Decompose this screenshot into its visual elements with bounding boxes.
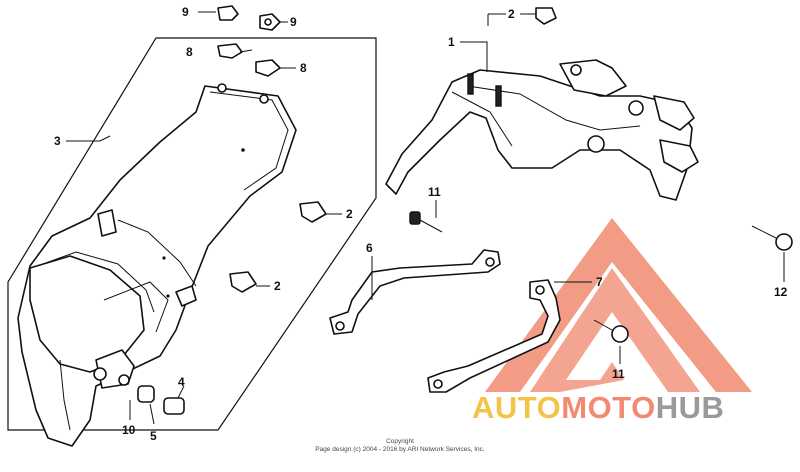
nut-9-right (259, 13, 281, 31)
clip-2-middle (299, 201, 327, 223)
clip-2-top (535, 7, 557, 25)
copyright-line-1: Copyright (386, 438, 414, 445)
clip-2-lower (229, 271, 257, 293)
callout-12: 12 (774, 285, 788, 299)
callout-labels: 1 2 2 2 3 4 5 6 7 8 8 9 9 10 11 11 12 (54, 5, 788, 443)
bolt-11-upper (409, 211, 443, 233)
bolt-12 (751, 225, 793, 251)
watermark-logo (485, 218, 752, 392)
callout-7: 7 (596, 275, 603, 289)
copyright-line-2: Page design (c) 2004 - 2016 by ARI Netwo… (315, 446, 485, 453)
watermark-hub: HUB (655, 390, 725, 425)
callout-2-top: 2 (508, 7, 515, 21)
bolt-11-lower (593, 319, 629, 343)
nut-9-left (217, 5, 239, 21)
fender-bracket (385, 59, 699, 201)
callout-9-left: 9 (182, 5, 189, 19)
callout-6: 6 (366, 241, 373, 255)
nut-8-left (217, 43, 243, 59)
collar-5 (137, 385, 155, 403)
watermark-moto: MOTO (561, 390, 656, 425)
callout-4: 4 (178, 375, 185, 389)
fender-group-frame (7, 37, 377, 431)
nut-8-right (255, 59, 281, 77)
callout-10: 10 (122, 423, 136, 437)
stay-bracket-7 (427, 279, 561, 393)
callout-2-middle: 2 (346, 207, 353, 221)
stay-bracket-6 (329, 249, 501, 335)
callout-11-upper: 11 (428, 185, 441, 199)
callout-2-lower: 2 (274, 279, 281, 293)
callout-5: 5 (150, 429, 157, 443)
grommet-4 (163, 397, 185, 415)
callout-3: 3 (54, 134, 61, 148)
callout-1: 1 (448, 35, 455, 49)
watermark-auto: AUTO (472, 390, 562, 425)
callout-8-right: 8 (300, 61, 307, 75)
callout-11-lower: 11 (612, 367, 625, 381)
leader-lines (66, 11, 785, 425)
rear-fender (17, 83, 297, 447)
callout-8-left: 8 (186, 45, 193, 59)
callout-9-right: 9 (290, 15, 297, 29)
watermark-wordmark: AUTOMOTOHUB (472, 390, 800, 430)
